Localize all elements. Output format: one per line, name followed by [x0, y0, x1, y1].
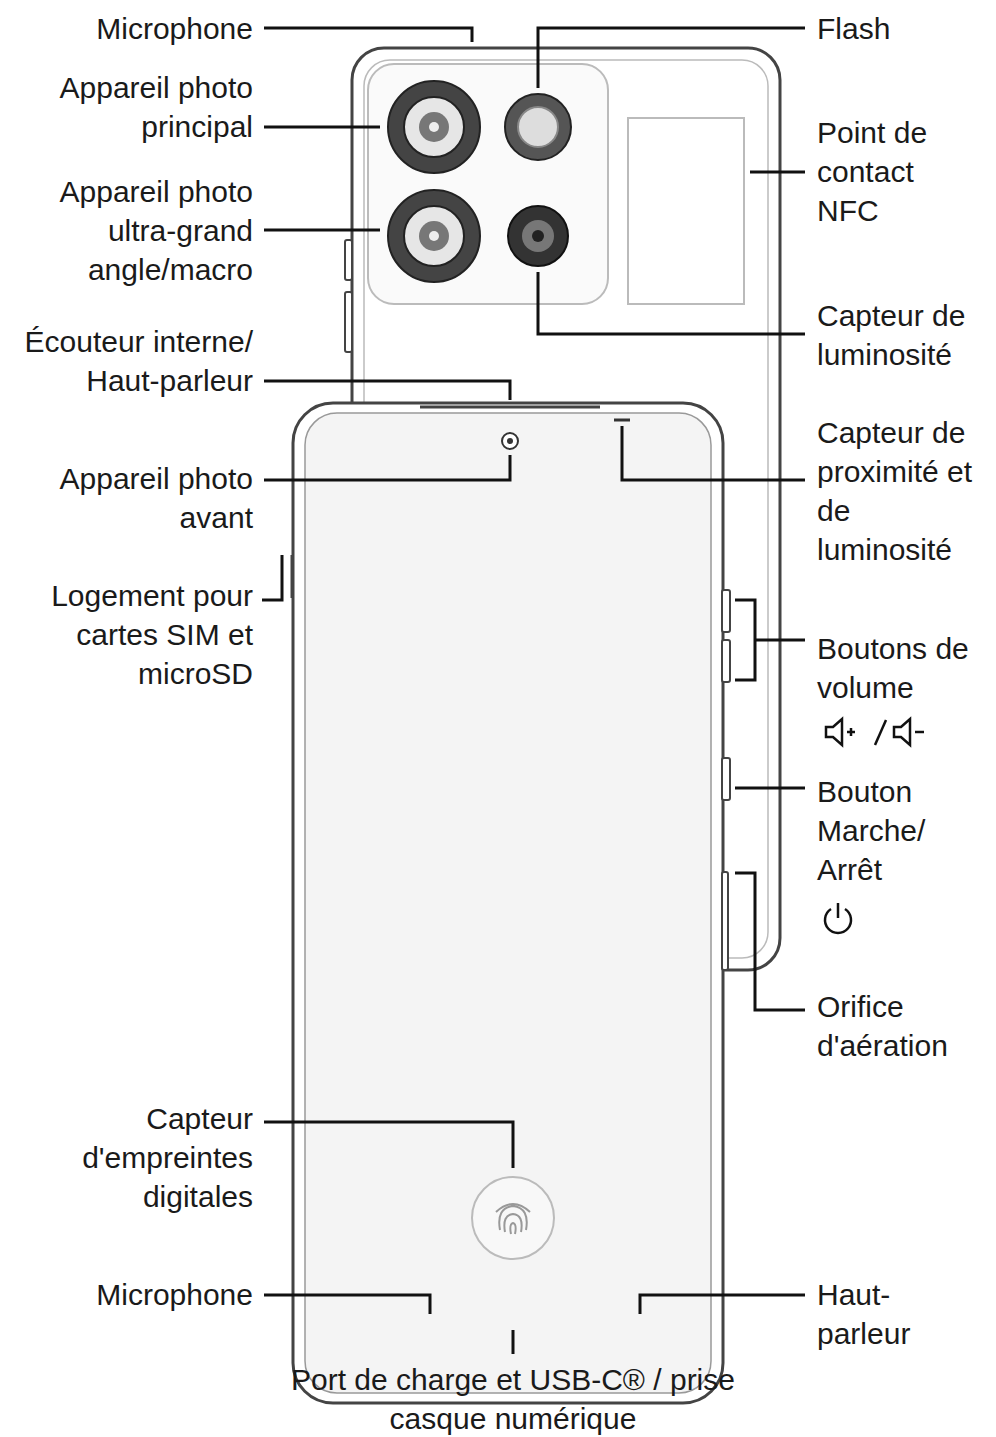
part-label: Écouteur interne/ Haut-parleur	[3, 322, 253, 400]
power-icon	[825, 903, 851, 933]
part-label: Orifice d'aération	[817, 987, 987, 1065]
leader-lines	[262, 28, 805, 1354]
part-label: Bouton Marche/ Arrêt	[817, 772, 977, 889]
part-label: Boutons de volume	[817, 629, 982, 707]
part-label: Capteur de proximité et de luminosité	[817, 413, 992, 569]
part-label: Appareil photo avant	[3, 459, 253, 537]
part-label: Capteur d'empreintes digitales	[3, 1099, 253, 1216]
part-label: Capteur de luminosité	[817, 296, 992, 374]
part-label: Logement pour cartes SIM et microSD	[3, 576, 253, 693]
part-label: Haut- parleur	[817, 1275, 937, 1353]
part-label: Port de charge et USB-C® / prise casque …	[283, 1360, 743, 1437]
part-label: Appareil photo ultra-grand angle/macro	[3, 172, 253, 289]
part-label: Microphone	[3, 9, 253, 48]
part-label: Flash	[817, 9, 989, 48]
volume-icons	[826, 719, 924, 745]
phone-front	[292, 403, 730, 1403]
part-label: Microphone	[3, 1275, 253, 1314]
part-label: Appareil photo principal	[3, 68, 253, 146]
part-label: Point de contact NFC	[817, 113, 977, 230]
